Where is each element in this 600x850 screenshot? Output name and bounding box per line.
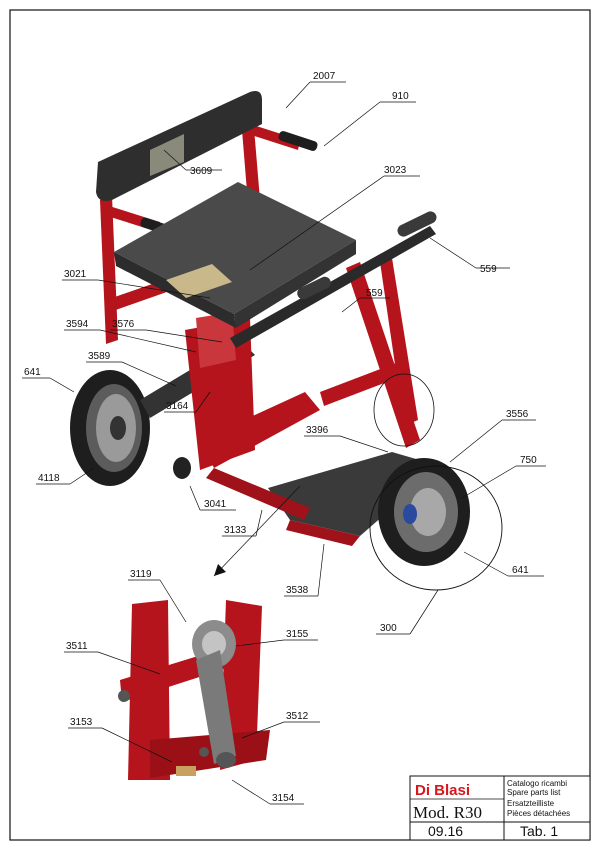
catalog-line-en: Spare parts list — [507, 788, 561, 797]
callout-3153: 3153 — [70, 717, 93, 728]
callout-3589: 3589 — [88, 351, 111, 362]
revision-date: 09.16 — [428, 823, 463, 839]
callout-3021: 3021 — [64, 269, 87, 280]
callout-3511: 3511 — [66, 641, 88, 652]
model-label: Mod. R30 — [413, 803, 482, 822]
callout-559-handle: 559 — [480, 264, 497, 275]
callout-641-rear: 641 — [24, 367, 41, 378]
callout-3164: 3164 — [166, 401, 189, 412]
callout-3594: 3594 — [66, 319, 89, 330]
callout-3119: 3119 — [130, 569, 152, 580]
callout-300: 300 — [380, 623, 397, 634]
front-wheel — [378, 458, 470, 566]
callout-labels: 2007 910 3609 3023 559 3021 559 3594 357… — [24, 71, 537, 804]
rear-wheel — [70, 370, 150, 486]
callout-559-column: 559 — [366, 288, 383, 299]
detail-illustration — [118, 590, 290, 783]
detail-circle-front — [369, 465, 503, 591]
detail-circle-small — [373, 373, 435, 447]
callout-3133: 3133 — [224, 525, 247, 536]
backrest — [96, 91, 262, 201]
callout-750: 750 — [520, 455, 537, 466]
callout-3023: 3023 — [384, 165, 407, 176]
sheet-border — [9, 9, 591, 841]
catalog-line-fr: Pièces détachées — [507, 809, 570, 818]
scooter-illustration — [70, 91, 503, 591]
callout-3556: 3556 — [506, 409, 529, 420]
callout-3538: 3538 — [286, 585, 309, 596]
callout-4118: 4118 — [38, 473, 60, 484]
callout-910: 910 — [392, 91, 409, 102]
table-number: Tab. 1 — [520, 823, 558, 839]
callout-3154: 3154 — [272, 793, 295, 804]
callout-3396: 3396 — [306, 425, 329, 436]
callout-3512: 3512 — [286, 711, 309, 722]
brand-logo-text: Di Blasi — [415, 782, 470, 799]
callout-3576: 3576 — [112, 319, 135, 330]
seat — [114, 182, 356, 328]
catalog-line-it: Catalogo ricambi — [507, 779, 567, 788]
callout-2007: 2007 — [313, 71, 336, 82]
callout-3041: 3041 — [204, 499, 227, 510]
callout-3609: 3609 — [190, 166, 213, 177]
catalog-line-de: Ersatzteilliste — [507, 799, 555, 808]
callout-leaders — [22, 81, 546, 805]
title-block: Di Blasi Mod. R30 Catalogo ricambi Spare… — [409, 775, 591, 841]
callout-641-front: 641 — [512, 565, 529, 576]
castor-wheel — [173, 457, 191, 479]
callout-3155: 3155 — [286, 629, 309, 640]
